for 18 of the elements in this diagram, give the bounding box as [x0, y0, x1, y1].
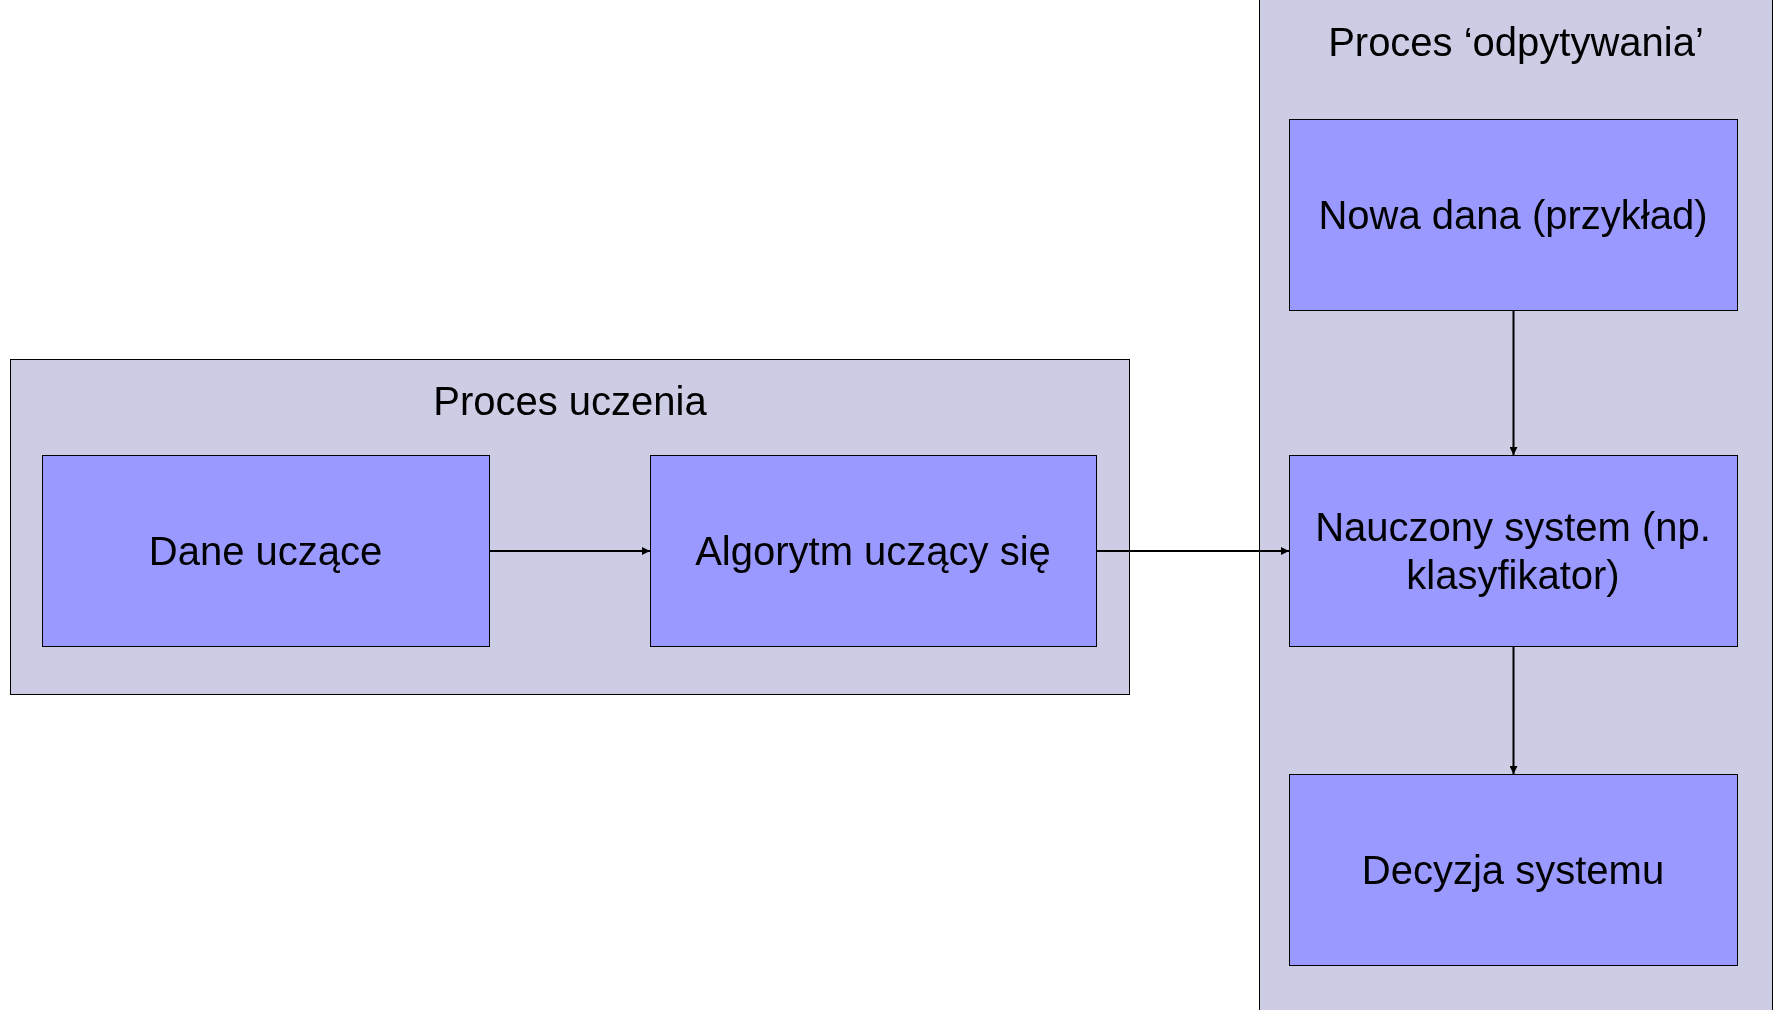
process-box	[41, 454, 490, 647]
arrow	[1509, 310, 1518, 456]
box-label: Decyzja systemu	[1360, 846, 1666, 894]
box-label: Nauczony system (np. klasyfikator)	[1314, 503, 1712, 599]
group-panel	[1259, 0, 1773, 1010]
arrow	[1096, 547, 1290, 555]
process-box	[649, 454, 1097, 647]
arrow	[489, 547, 651, 555]
group-title: Proces ‘odpytywania’	[1327, 19, 1705, 66]
box-label: Dane uczące	[147, 527, 384, 575]
group-panel	[10, 359, 1130, 695]
arrow	[1509, 646, 1518, 775]
group-title: Proces uczenia	[432, 378, 708, 425]
box-label: Algorytm uczący się	[694, 527, 1052, 575]
process-box	[1288, 454, 1738, 647]
process-box	[1288, 118, 1738, 311]
box-label: Nowa dana (przykład)	[1317, 191, 1709, 239]
process-box	[1288, 773, 1738, 966]
